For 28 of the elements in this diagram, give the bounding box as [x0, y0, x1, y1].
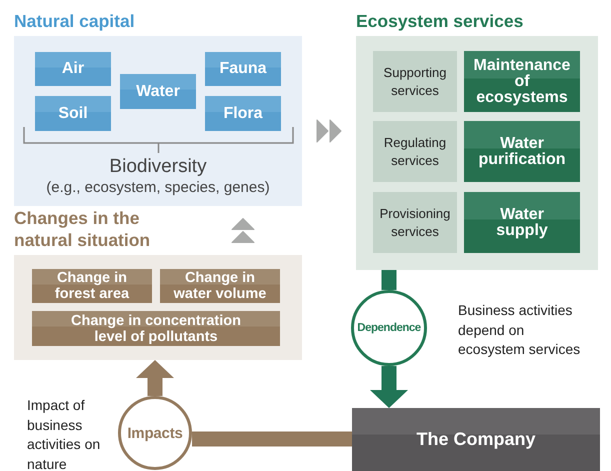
- item-box: Change in concentration level of pollutants: [32, 311, 280, 346]
- service-type-box: Supporting services: [373, 51, 457, 112]
- biodiversity-label: Biodiversity: [108, 156, 208, 178]
- item-box: Air: [35, 52, 111, 86]
- item-box: Change in water volume: [160, 269, 280, 303]
- panel-heading: Natural capital: [14, 10, 136, 32]
- item-box: Water supply: [464, 192, 580, 253]
- item-box: Water: [120, 74, 196, 109]
- thick-arrow: [136, 360, 174, 396]
- chevron-arrow: [232, 218, 254, 243]
- service-type-box: Provisioning services: [373, 192, 457, 253]
- item-box: Change in forest area: [32, 269, 152, 303]
- service-type-box: Regulating services: [373, 121, 457, 182]
- note-text: Impact of business activities on nature: [27, 396, 101, 471]
- chevron-arrow: [316, 120, 342, 142]
- examples-text: (e.g., ecosystem, species, genes): [45, 179, 271, 197]
- item-box: Water purification: [464, 121, 580, 182]
- item-box: Maintenance of ecosystems: [464, 51, 580, 112]
- note-text: Business activities depend on ecosystem services: [458, 301, 582, 359]
- panel-heading: Ecosystem services: [356, 10, 524, 32]
- item-box: Flora: [205, 96, 281, 131]
- item-box: Soil: [35, 96, 111, 131]
- panel-heading: Changes in the natural situation: [14, 207, 152, 251]
- thick-arrow: [370, 366, 408, 408]
- connector-band: [192, 432, 352, 446]
- company-box: The Company: [352, 408, 600, 471]
- connector-band: [382, 270, 396, 290]
- item-box: Fauna: [205, 52, 281, 86]
